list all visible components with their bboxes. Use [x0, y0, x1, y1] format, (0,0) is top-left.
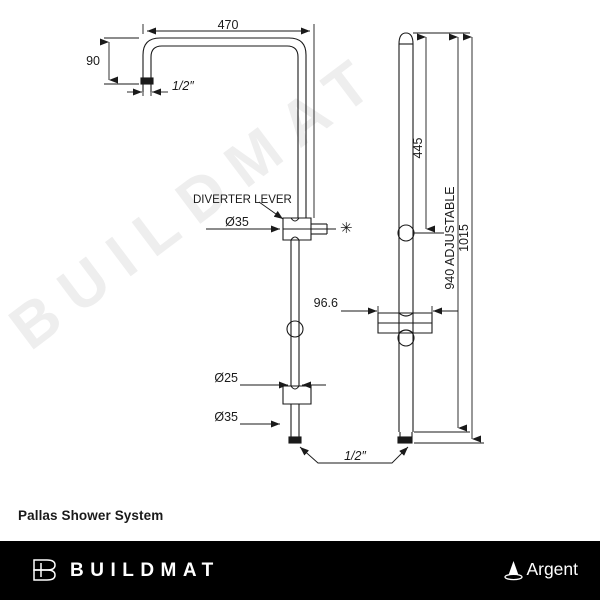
- label-diverter-lever: DIVERTER LEVER: [193, 194, 292, 206]
- label-940-adjustable: 940 ADJUSTABLE: [443, 186, 457, 289]
- argent-droplet-icon: [504, 561, 524, 581]
- label-470: 470: [218, 18, 239, 32]
- dimension-445: [413, 32, 470, 234]
- dimension-inlet-top: [127, 84, 168, 96]
- label-445: 445: [411, 138, 425, 159]
- rail-slider-lower: [397, 329, 415, 347]
- label-96-6: 96.6: [314, 296, 338, 310]
- label-outlet-dia: Ø35: [214, 410, 238, 424]
- technical-drawing: 470 90 1/2″ DIVERTER LEVER Ø35 ✳ Ø25 Ø35…: [86, 18, 484, 464]
- slide-rail: [398, 32, 414, 432]
- label-inlet-top: 1/2″: [172, 79, 194, 93]
- dimension-470: [142, 24, 315, 218]
- buildmat-wordmark: BUILDMAT: [70, 559, 220, 581]
- label-1015: 1015: [457, 224, 471, 252]
- argent-wordmark: Argent: [526, 559, 578, 580]
- label-riser-dia: Ø25: [214, 371, 238, 385]
- lower-outlet-body: [282, 385, 312, 405]
- shower-arm-outline: [142, 37, 307, 218]
- riser-ring: [286, 320, 304, 338]
- bottom-outlet-left: [288, 421, 302, 444]
- page-title: Pallas Shower System: [18, 508, 164, 523]
- argent-logo[interactable]: Argent: [504, 557, 578, 583]
- dimension-940-adjustable: [414, 33, 470, 433]
- footer-bar: BUILDMAT Argent: [0, 541, 600, 600]
- rail-slider-upper: [397, 224, 415, 242]
- buildmat-logo[interactable]: BUILDMAT: [32, 555, 220, 585]
- dimension-90: [100, 37, 139, 85]
- label-90: 90: [86, 54, 100, 68]
- leader-diverter-lever: [258, 201, 284, 220]
- dimension-1015: [414, 33, 484, 444]
- riser-pipe: [290, 240, 300, 421]
- label-asterisk-note: ✳: [340, 220, 353, 237]
- bottom-outlet-right: [397, 432, 413, 444]
- label-diverter-dia: Ø35: [225, 215, 249, 229]
- label-outlet-bottom: 1/2″: [344, 449, 366, 463]
- buildmat-b-icon: [33, 559, 56, 581]
- dimension-outlet-bottom: [299, 446, 409, 464]
